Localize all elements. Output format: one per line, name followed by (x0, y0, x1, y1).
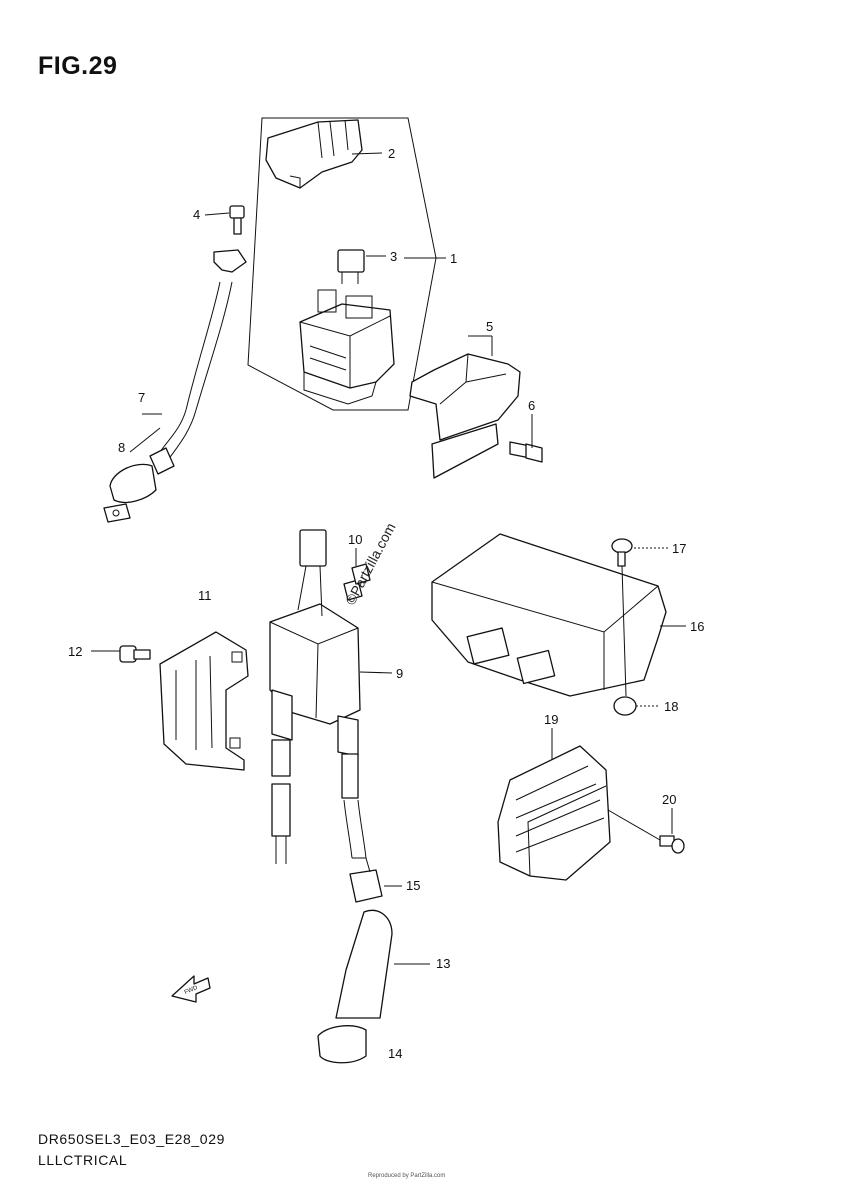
part-13-hose (335, 909, 393, 1019)
part-9-ignition-coil (269, 529, 367, 864)
callout-17: 17 (672, 541, 686, 556)
callout-20: 20 (662, 792, 676, 807)
fine-print: Reproduced by PartZilla.com (368, 1173, 446, 1179)
part-17-screw (611, 538, 633, 567)
callout-19: 19 (544, 712, 558, 727)
figure-title: FIG.29 (38, 52, 118, 80)
callout-18: 18 (664, 699, 678, 714)
part-14-ring (317, 1025, 367, 1064)
callout-7: 7 (138, 390, 145, 405)
part-20-bolt (659, 835, 685, 854)
callout-8: 8 (118, 440, 125, 455)
callout-6: 6 (528, 398, 535, 413)
part-15-plug-cap (349, 857, 383, 903)
part-10-bolt (343, 563, 371, 601)
callout-14: 14 (388, 1046, 402, 1061)
callout-10: 10 (348, 532, 362, 547)
fwd-arrow-label: FWD (184, 985, 200, 996)
callout-4: 4 (193, 207, 200, 222)
callout-11: 11 (198, 588, 212, 603)
callout-1: 1 (450, 251, 457, 266)
part-6-bolt (509, 441, 543, 463)
callout-3: 3 (390, 249, 397, 264)
callout-16: 16 (690, 619, 704, 634)
part-12-bolt (119, 645, 151, 663)
part-11-bracket (159, 631, 249, 771)
callout-12: 12 (68, 644, 82, 659)
callout-13: 13 (436, 956, 450, 971)
part-16-ecu (431, 533, 667, 697)
part-19-regulator (497, 745, 611, 881)
fwd-arrow-icon: FWD (171, 975, 211, 1003)
part-18-grommet (613, 696, 637, 716)
callout-15: 15 (406, 878, 420, 893)
callout-labels: 1 2 3 4 5 6 7 8 9 10 11 12 13 14 15 16 1… (68, 146, 704, 1061)
part-4-screw (229, 205, 245, 235)
figure-code: DR650SEL3_E03_E28_029 (38, 1131, 225, 1147)
assembly-group-frame (247, 117, 437, 411)
relay-body (299, 289, 395, 405)
part-3-fuse (337, 249, 365, 284)
callout-5: 5 (486, 319, 493, 334)
figure-section: LLLCTRICAL (38, 1152, 128, 1168)
leader-lines (91, 152, 686, 965)
callout-9: 9 (396, 666, 403, 681)
part-2-cover (265, 119, 363, 189)
callout-2: 2 (388, 146, 395, 161)
part-7-8-harness (103, 249, 247, 523)
part-5-bracket (409, 353, 521, 479)
